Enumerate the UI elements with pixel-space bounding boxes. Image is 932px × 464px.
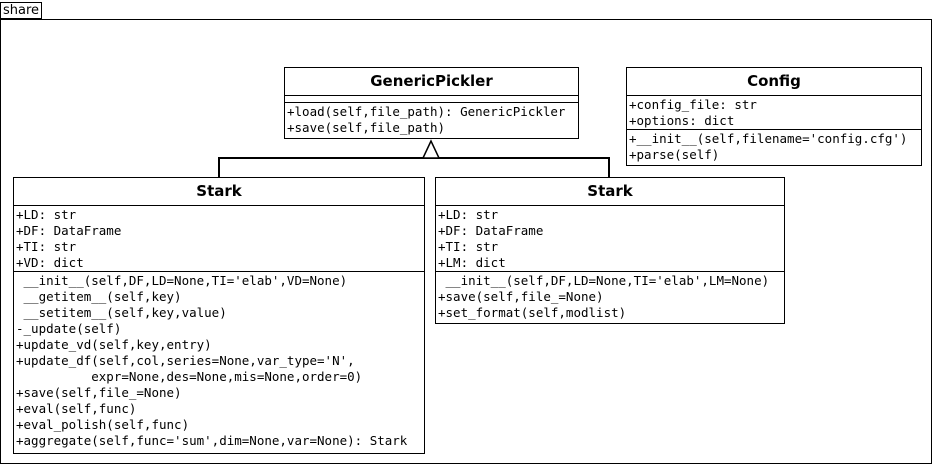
package-tab: share	[0, 2, 42, 19]
attribute: +TI: str	[16, 239, 77, 254]
operation: +parse(self)	[629, 147, 720, 162]
operation: +save(self,file_path)	[287, 120, 446, 135]
operation: +eval_polish(self,func)	[16, 417, 190, 432]
attribute: +VD: dict	[16, 255, 84, 270]
attributes-section: +config_file: str +options: dict	[627, 96, 921, 130]
operations-section: +__init__(self,filename='config.cfg') +p…	[627, 130, 921, 163]
operation: +aggregate(self,func='sum',dim=None,var=…	[16, 433, 408, 448]
attributes-section: +LD: str +DF: DataFrame +TI: str +LM: di…	[436, 206, 784, 272]
operations-section: +load(self,file_path): GenericPickler +s…	[285, 103, 578, 136]
operations-section: __init__(self,DF,LD=None,TI='elab',LM=No…	[436, 272, 784, 321]
attributes-section	[285, 96, 578, 103]
class-generic-pickler[interactable]: GenericPickler +load(self,file_path): Ge…	[284, 67, 579, 139]
attribute: +options: dict	[629, 113, 735, 128]
attribute: +DF: DataFrame	[16, 223, 122, 238]
class-stark-left[interactable]: Stark +LD: str +DF: DataFrame +TI: str +…	[13, 177, 425, 454]
class-name: GenericPickler	[285, 68, 578, 96]
operation: +__init__(self,filename='config.cfg')	[629, 131, 908, 146]
operation: +load(self,file_path): GenericPickler	[287, 104, 566, 119]
attributes-section: +LD: str +DF: DataFrame +TI: str +VD: di…	[14, 206, 424, 272]
attribute: +DF: DataFrame	[438, 223, 544, 238]
attribute: +TI: str	[438, 239, 499, 254]
class-name: Config	[627, 68, 921, 96]
class-name: Stark	[14, 178, 424, 206]
operations-section: __init__(self,DF,LD=None,TI='elab',VD=No…	[14, 272, 424, 449]
attribute: +LD: str	[16, 207, 77, 222]
class-config[interactable]: Config +config_file: str +options: dict …	[626, 67, 922, 166]
attribute: +LM: dict	[438, 255, 506, 270]
class-name: Stark	[436, 178, 784, 206]
package-label: share	[3, 3, 40, 18]
attribute: +LD: str	[438, 207, 499, 222]
operation: +update_df(self,col,series=None,var_type…	[16, 353, 355, 368]
operation: expr=None,des=None,mis=None,order=0)	[16, 369, 363, 384]
operation: +eval(self,func)	[16, 401, 137, 416]
operation: __getitem__(self,key)	[16, 289, 182, 304]
class-stark-right[interactable]: Stark +LD: str +DF: DataFrame +TI: str +…	[435, 177, 785, 324]
operation: __init__(self,DF,LD=None,TI='elab',LM=No…	[438, 273, 770, 288]
operation: +set_format(self,modlist)	[438, 305, 627, 320]
operation: __init__(self,DF,LD=None,TI='elab',VD=No…	[16, 273, 348, 288]
operation: -_update(self)	[16, 321, 122, 336]
operation: +update_vd(self,key,entry)	[16, 337, 212, 352]
operation: __setitem__(self,key,value)	[16, 305, 227, 320]
attribute: +config_file: str	[629, 97, 757, 112]
operation: +save(self,file_=None)	[438, 289, 604, 304]
operation: +save(self,file_=None)	[16, 385, 182, 400]
